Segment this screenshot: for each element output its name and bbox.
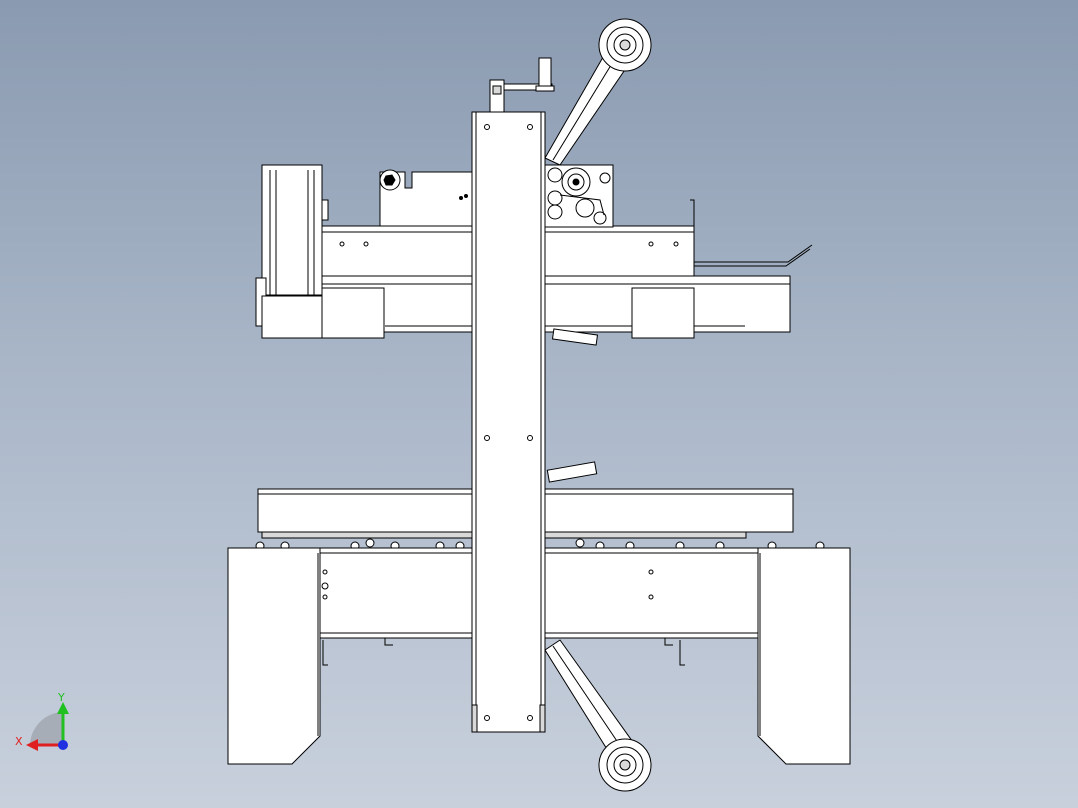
z-axis-dot [58, 740, 68, 750]
central-column [471, 111, 546, 733]
y-arrow-head [57, 702, 69, 714]
left-side-guide [255, 164, 333, 339]
flap-guide-bracket [690, 199, 813, 267]
coordinate-triad: Y X [15, 691, 69, 751]
right-lower-leg [757, 547, 851, 765]
upper-tape-head [544, 164, 614, 228]
crank-handle[interactable] [489, 57, 555, 113]
upper-guide-rail [321, 275, 791, 346]
x-arrow-head [26, 739, 38, 751]
left-lower-leg [227, 547, 321, 765]
y-axis-label: Y [57, 691, 65, 704]
upper-tape-roller [598, 18, 652, 72]
x-axis-label: X [15, 735, 23, 748]
lower-tape-roller [598, 738, 652, 792]
upper-mounting-plate [379, 169, 473, 229]
